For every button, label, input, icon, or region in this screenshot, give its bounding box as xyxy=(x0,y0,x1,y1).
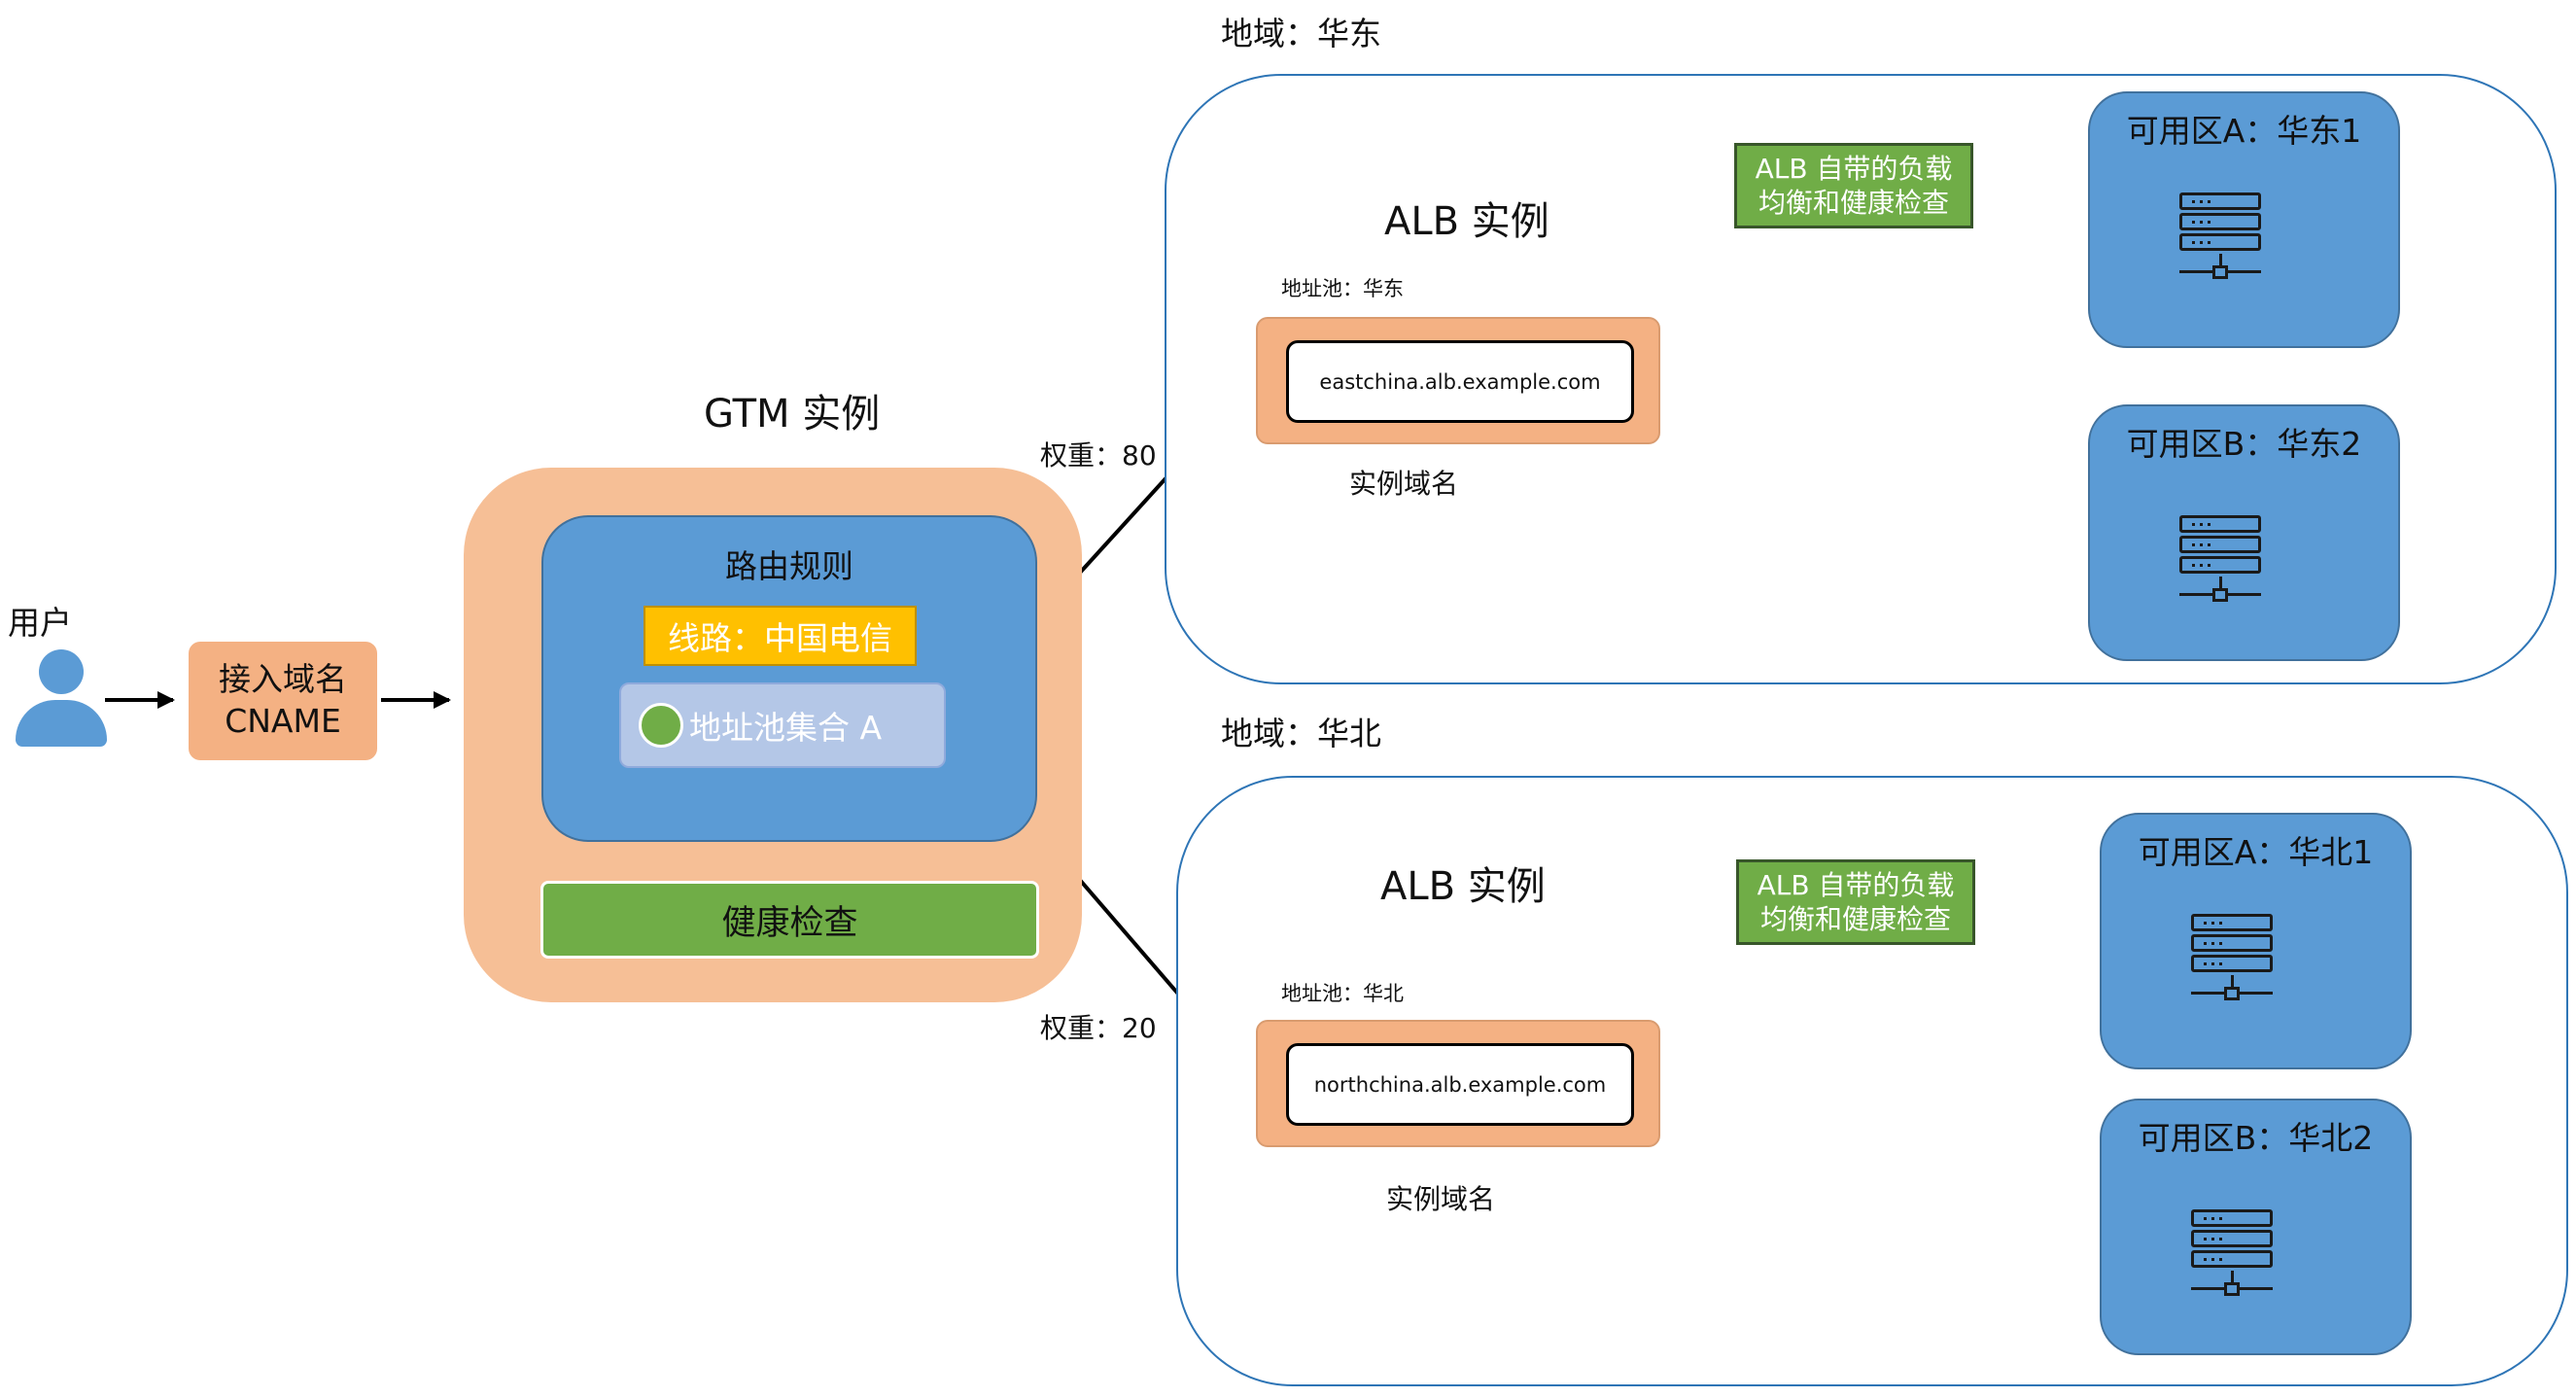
lb-note-north-line1: ALB 自带的负载 xyxy=(1757,869,1955,901)
region-north-title: 地域：华北 xyxy=(1221,715,1381,752)
zone-north-b: 可用区B：华北2 xyxy=(2100,1099,2412,1355)
server-icon xyxy=(2179,192,2261,279)
pool-label-north: 地址池：华北 xyxy=(1281,982,1404,1005)
routing-rules-box: 路由规则 线路：中国电信 地址池集合 A xyxy=(541,515,1037,842)
pool-label-east: 地址池：华东 xyxy=(1281,277,1404,300)
server-icon xyxy=(2191,914,2273,1000)
weight-north-label: 权重：20 xyxy=(1040,1012,1157,1044)
user-body-icon xyxy=(16,700,107,747)
alb-east-domain: eastchina.alb.example.com xyxy=(1319,369,1601,394)
line-rule-badge: 线路：中国电信 xyxy=(644,606,917,666)
server-icon xyxy=(2179,515,2261,602)
zone-east-a: 可用区A：华东1 xyxy=(2088,91,2400,348)
user-head-icon xyxy=(39,649,84,694)
alb-east-title: ALB 实例 xyxy=(1384,199,1549,244)
zone-north-b-label: 可用区B：华北2 xyxy=(2138,1119,2374,1157)
lb-note-north-line2: 均衡和健康检查 xyxy=(1759,903,1951,935)
access-domain-label: 接入域名 xyxy=(219,660,347,699)
health-check-label: 健康检查 xyxy=(721,903,858,943)
gtm-instance: 路由规则 线路：中国电信 地址池集合 A 健康检查 xyxy=(464,468,1082,1002)
weight-east-label: 权重：80 xyxy=(1040,439,1157,472)
lb-note-north: ALB 自带的负载 均衡和健康检查 xyxy=(1736,859,1975,945)
zone-east-b-label: 可用区B：华东2 xyxy=(2126,425,2362,463)
alb-north-domain-field[interactable]: northchina.alb.example.com xyxy=(1286,1043,1634,1126)
status-dot-icon xyxy=(639,703,683,748)
domain-caption-north: 实例域名 xyxy=(1386,1183,1496,1215)
lb-note-east-line2: 均衡和健康检查 xyxy=(1758,187,1949,219)
cname-label: CNAME xyxy=(225,702,341,740)
alb-east-domain-field[interactable]: eastchina.alb.example.com xyxy=(1286,340,1634,423)
address-pool-set[interactable]: 地址池集合 A xyxy=(619,682,946,768)
address-pool-set-label: 地址池集合 A xyxy=(689,709,883,747)
alb-north-instance: northchina.alb.example.com xyxy=(1256,1020,1660,1147)
health-check-box: 健康检查 xyxy=(540,881,1039,959)
zone-north-a-label: 可用区A：华北1 xyxy=(2138,833,2374,871)
access-domain-box: 接入域名 CNAME xyxy=(189,642,377,760)
alb-north-domain: northchina.alb.example.com xyxy=(1313,1072,1607,1097)
lb-note-east: ALB 自带的负载 均衡和健康检查 xyxy=(1734,143,1973,228)
line-rule-label: 线路：中国电信 xyxy=(668,619,892,657)
zone-east-b: 可用区B：华东2 xyxy=(2088,404,2400,661)
region-east-title: 地域：华东 xyxy=(1221,15,1381,52)
alb-east-instance: eastchina.alb.example.com xyxy=(1256,317,1660,444)
zone-east-a-label: 可用区A：华东1 xyxy=(2126,112,2362,150)
gtm-title: GTM 实例 xyxy=(704,392,881,437)
user-label: 用户 xyxy=(8,604,72,642)
alb-north-title: ALB 实例 xyxy=(1380,864,1546,909)
server-icon xyxy=(2191,1209,2273,1296)
routing-rules-title: 路由规则 xyxy=(725,547,853,585)
lb-note-east-line1: ALB 自带的负载 xyxy=(1755,153,1953,185)
domain-caption-east: 实例域名 xyxy=(1349,468,1459,500)
zone-north-a: 可用区A：华北1 xyxy=(2100,813,2412,1069)
